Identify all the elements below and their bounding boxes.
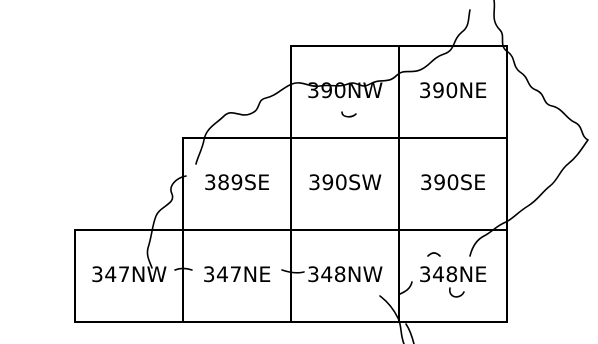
river-main-line: [146, 9, 471, 269]
quadrangle-label: 389SE: [204, 171, 271, 195]
river-connector-mid: [281, 269, 305, 274]
quadrangle-label: 347NW: [91, 263, 168, 287]
quadrangle-label: 390SE: [420, 171, 487, 195]
hook-348ne-b: [449, 287, 465, 298]
state-border-line: [469, 0, 589, 257]
accent-348ne: [427, 252, 441, 257]
quadrangle-label: 348NW: [307, 263, 384, 287]
quadrangle-label: 390SW: [308, 171, 382, 195]
hydrography-and-border: [146, 0, 589, 344]
river-connector-left: [174, 267, 193, 271]
river-loop-390nw: [341, 111, 357, 118]
stream-south: [379, 295, 415, 344]
quadrangle-label: 347NE: [202, 263, 271, 287]
quadrangle-label: 348NE: [418, 263, 487, 287]
hook-348ne-a: [399, 281, 413, 295]
quadrangle-label: 390NE: [418, 79, 487, 103]
quadrangle-cell[interactable]: [398, 229, 508, 323]
